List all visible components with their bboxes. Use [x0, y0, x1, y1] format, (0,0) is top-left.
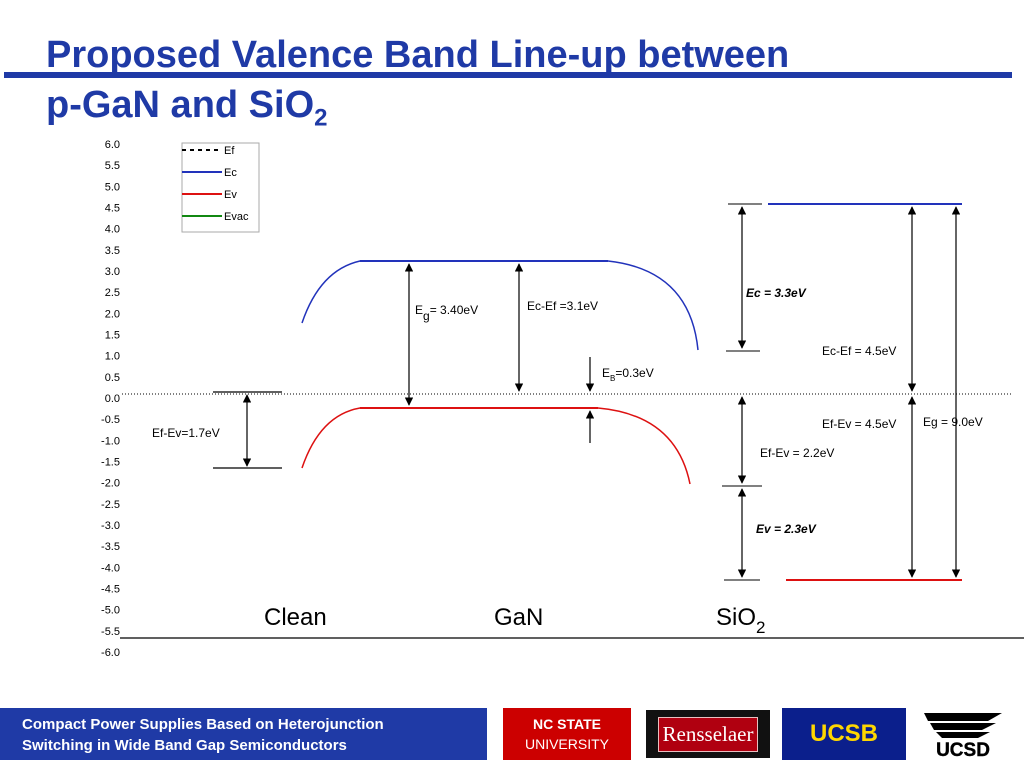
legend-label-ev: Ev: [224, 189, 237, 201]
gan-ec-ef-label: Ec-Ef =3.1eV: [527, 299, 598, 313]
ucsd-logo: UCSD: [924, 713, 1002, 760]
y-tick-label: -5.5: [101, 626, 120, 638]
y-tick-label: -6.0: [101, 647, 120, 659]
y-tick-label: 2.5: [105, 287, 120, 299]
y-tick-label: 6.0: [105, 139, 120, 151]
sio2-ef-ev-label: Ef-Ev = 4.5eV: [822, 417, 896, 431]
gan-ec-curve: [301, 260, 699, 351]
y-tick-label: -2.5: [101, 499, 120, 511]
y-tick-label: -1.5: [101, 457, 120, 469]
y-tick-label: 0.5: [105, 372, 120, 384]
clean-ef-ev-label: Ef-Ev=1.7eV: [152, 426, 220, 440]
title-underline: [4, 72, 1012, 78]
y-tick-label: 4.0: [105, 224, 120, 236]
y-tick-label: 5.0: [105, 181, 120, 193]
title-subscript: 2: [314, 104, 328, 132]
y-tick-label: 0.0: [105, 393, 120, 405]
legend-label-ef: Ef: [224, 145, 235, 157]
footer-line-1: Compact Power Supplies Based on Heteroju…: [22, 716, 384, 733]
rensselaer-text: Rensselaer: [657, 716, 759, 752]
band-diagram: 6.0 5.5 5.0 4.5 4.0 3.5 3.0 2.5 2.0 1.5 1.0 0.5 0.0 -…: [101, 139, 1024, 659]
barrier-label: EB=0.3eV: [602, 366, 654, 383]
sio2-ec-ef-label: Ec-Ef = 4.5eV: [822, 344, 896, 358]
ucsb-logo: UCSB: [782, 708, 906, 760]
y-tick-label: -0.5: [101, 414, 120, 426]
nc-state-university-text: UNIVERSITY: [524, 736, 609, 752]
footer-project-title: Compact Power Supplies Based on Heteroju…: [0, 708, 487, 760]
ev-offset-label: Ev = 2.3eV: [756, 522, 817, 536]
nc-state-text: NC STATE: [533, 716, 601, 732]
nc-state-logo: NC STATE UNIVERSITY: [503, 708, 631, 760]
y-axis-tick-labels: 6.0 5.5 5.0 4.5 4.0 3.5 3.0 2.5 2.0 1.5 1.0 0.5 0.0 -…: [101, 139, 120, 659]
region-label-gan: GaN: [494, 604, 543, 631]
legend-label-ec: Ec: [224, 167, 237, 179]
rensselaer-logo: Rensselaer: [646, 710, 770, 758]
region-label-sio2: SiO2: [716, 604, 765, 637]
page-title: Proposed Valence Band Line-up between p-G…: [46, 30, 789, 144]
gan-eg-label: Eg= 3.40eV: [415, 303, 478, 323]
y-tick-label: -4.0: [101, 562, 120, 574]
y-tick-label: -1.0: [101, 435, 120, 447]
y-tick-label: 3.0: [105, 266, 120, 278]
title-line-1: Proposed Valence Band Line-up between: [46, 34, 790, 76]
legend: Ef Ec Ev Evac: [181, 142, 260, 233]
region-label-clean: Clean: [264, 604, 327, 631]
y-tick-label: -3.5: [101, 541, 120, 553]
sio2-eg-label: Eg = 9.0eV: [923, 415, 983, 429]
title-line-2: p-GaN and SiO: [46, 84, 315, 126]
y-tick-label: 3.5: [105, 245, 120, 257]
y-tick-label: 2.0: [105, 308, 120, 320]
y-tick-label: -3.0: [101, 520, 120, 532]
y-tick-label: 5.5: [105, 160, 120, 172]
footer-line-2: Switching in Wide Band Gap Semiconductor…: [22, 737, 347, 754]
y-tick-label: 4.5: [105, 203, 120, 215]
y-tick-label: -2.0: [101, 478, 120, 490]
ec-offset-label: Ec = 3.3eV: [746, 286, 807, 300]
y-tick-label: -5.0: [101, 605, 120, 617]
y-tick-label: -4.5: [101, 584, 120, 596]
gan-ev-curve: [301, 407, 691, 485]
ucsd-text: UCSD: [936, 740, 990, 760]
legend-label-evac: Evac: [224, 211, 249, 223]
ef-ev-22-label: Ef-Ev = 2.2eV: [760, 446, 834, 460]
y-tick-label: 1.5: [105, 330, 120, 342]
y-tick-label: 1.0: [105, 351, 120, 363]
